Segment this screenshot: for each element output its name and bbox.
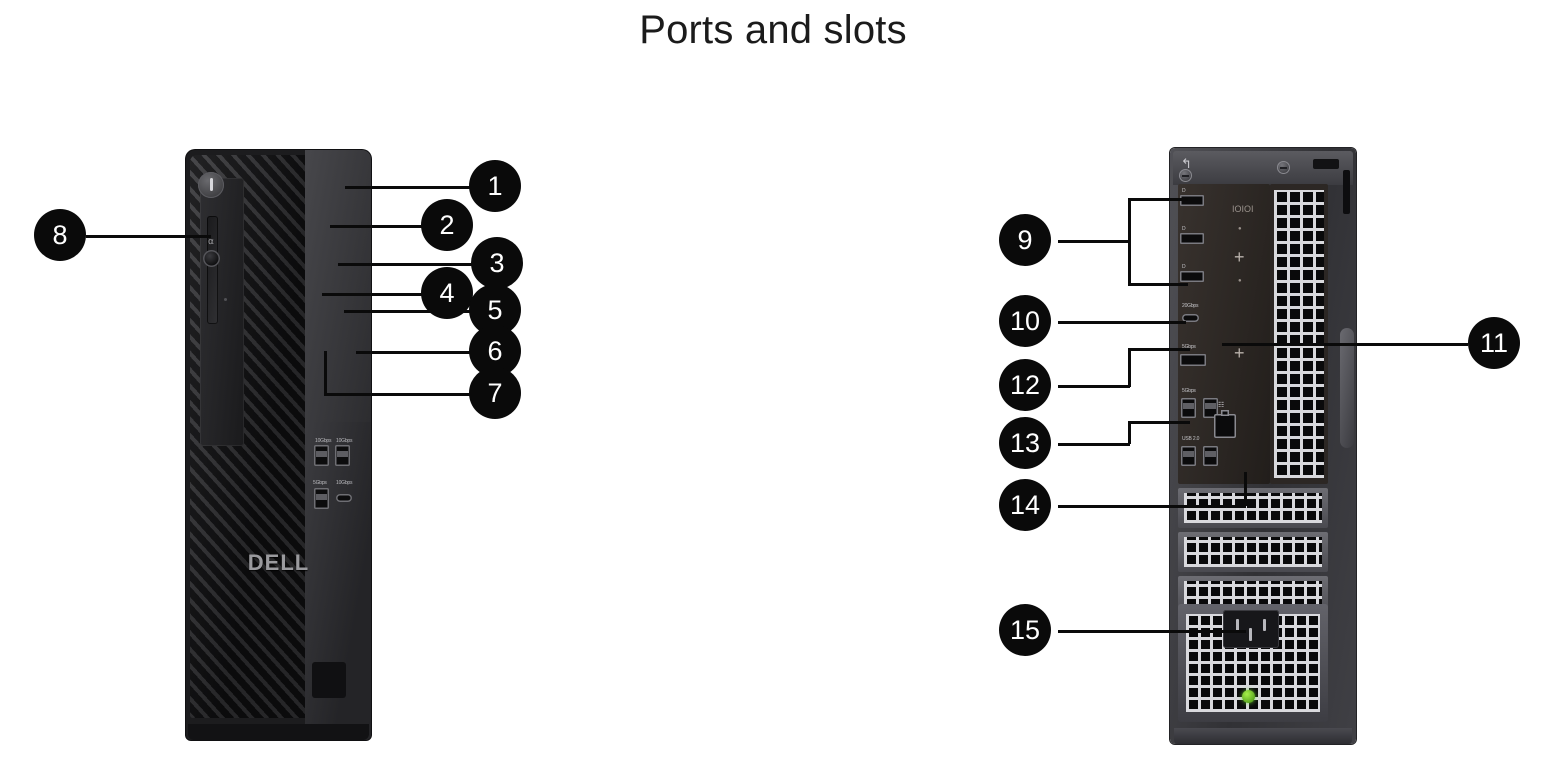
usb-c-rear-label: 20Gbps	[1182, 303, 1199, 309]
rear-side-handle	[1340, 328, 1354, 448]
leader-bracket-12-vert	[1128, 348, 1131, 387]
kensington-lock-icon	[1313, 159, 1339, 169]
callout-11[interactable]: 11	[1468, 317, 1520, 369]
headset-jack[interactable]	[203, 250, 220, 267]
leader-line-5	[344, 310, 473, 313]
thumbscrew-right[interactable]	[1277, 161, 1290, 174]
leader-line-6	[356, 351, 473, 354]
usb-a-rear-1[interactable]	[1181, 398, 1196, 418]
usb-a-port-1[interactable]	[314, 445, 329, 466]
power-supply-unit	[1178, 604, 1328, 722]
usb-a-wide-port[interactable]	[1180, 354, 1206, 366]
leader-line-1	[345, 186, 473, 189]
usb-a-group1-label: 5Gbps	[1182, 344, 1196, 350]
headphone-icon: ⍺	[208, 236, 214, 246]
leader-line-14	[1058, 505, 1246, 508]
leader-line-7	[324, 393, 473, 396]
leader-bracket-9-top	[1128, 198, 1188, 201]
ethernet-port[interactable]	[1214, 410, 1236, 438]
leader-line-7-vert	[324, 351, 327, 395]
front-chassis-foot	[188, 724, 369, 740]
leader-line-2	[330, 225, 425, 228]
dell-logo: DELL	[247, 550, 310, 575]
usb-a-group2-label: 5Gbps	[1182, 388, 1196, 394]
power-icon	[209, 178, 213, 191]
leader-line-13	[1058, 443, 1130, 446]
leader-line-11	[1222, 343, 1468, 346]
expansion-slot-1[interactable]	[1178, 488, 1328, 528]
power-supply-diagnostic-led	[1242, 690, 1255, 703]
callout-9[interactable]: 9	[999, 214, 1051, 266]
usb-a-port-2[interactable]	[335, 445, 350, 466]
callout-2[interactable]: 2	[421, 199, 473, 251]
dp-label-1: D	[1182, 188, 1186, 194]
usb-a-left-label: 10Gbps	[315, 438, 332, 444]
callout-7[interactable]: 7	[469, 367, 521, 419]
leader-line-9	[1058, 240, 1130, 243]
network-icon: ☷	[1218, 402, 1225, 409]
usb-a-rear-2[interactable]	[1203, 398, 1218, 418]
usb-a-port-3[interactable]	[314, 488, 329, 509]
rear-chassis-foot	[1174, 728, 1352, 744]
expansion-slot-2-vent	[1184, 537, 1322, 567]
io-dot-lower: ●	[1238, 278, 1242, 284]
usb-a-rear-4[interactable]	[1203, 446, 1218, 466]
io-cross-lower: +	[1234, 343, 1245, 363]
usb-c-port-front[interactable]	[336, 494, 352, 502]
callout-13[interactable]: 13	[999, 417, 1051, 469]
callout-4[interactable]: 4	[421, 267, 473, 319]
callout-1[interactable]: 1	[469, 160, 521, 212]
usb-a-group3-label: USB 2.0	[1182, 436, 1200, 442]
leader-line-4	[322, 293, 427, 296]
io-marking-label: IOIOI	[1232, 204, 1254, 214]
callout-12[interactable]: 12	[999, 359, 1051, 411]
leader-line-3	[338, 263, 473, 266]
leader-bracket-9-bottom	[1128, 283, 1188, 286]
usb-a-rear-3[interactable]	[1181, 446, 1196, 466]
callout-3[interactable]: 3	[471, 237, 523, 289]
expansion-slot-1-vent	[1184, 493, 1322, 523]
thumbscrew-left[interactable]	[1179, 169, 1192, 182]
bezel-dot	[224, 298, 227, 301]
leader-line-10	[1058, 321, 1186, 324]
security-lock-slot	[1343, 170, 1350, 214]
leader-line-8	[86, 235, 211, 238]
dp-label-2: D	[1182, 226, 1186, 232]
front-view-illustration: ⍺ 10Gbps 10Gbps 5Gbps 10Gbps DELL	[186, 150, 371, 740]
io-cross-upper: +	[1234, 247, 1245, 267]
expansion-slot-2[interactable]	[1178, 532, 1328, 572]
optical-drive-slot[interactable]	[207, 216, 218, 324]
power-button[interactable]	[198, 172, 224, 198]
page-title: Ports and slots	[639, 8, 907, 52]
usb-a-bottom-label: 5Gbps	[313, 480, 327, 486]
release-latch-arrow-icon: ↰	[1181, 156, 1192, 171]
leader-bracket-12-top	[1128, 348, 1190, 351]
leader-line-14-vert	[1244, 472, 1247, 506]
usb-c-port-rear[interactable]	[1182, 314, 1199, 322]
callout-10[interactable]: 10	[999, 295, 1051, 347]
rear-view-illustration: ↰ D D D 20Gbps 5Gbps 5Gbps USB 2.0 ☷ IOI…	[1170, 148, 1356, 744]
rear-top-edge: ↰	[1173, 151, 1353, 185]
leader-bracket-13-top	[1128, 421, 1190, 424]
displayport-3[interactable]	[1180, 271, 1204, 282]
callout-15[interactable]: 15	[999, 604, 1051, 656]
leader-bracket-13-vert	[1128, 421, 1131, 444]
usb-a-right-label: 10Gbps	[336, 438, 353, 444]
front-badge-panel	[312, 662, 346, 698]
callout-8[interactable]: 8	[34, 209, 86, 261]
displayport-1[interactable]	[1180, 195, 1204, 206]
usb-c-bottom-label: 10Gbps	[336, 480, 353, 486]
io-dot-upper: ●	[1238, 226, 1242, 232]
dp-label-3: D	[1182, 264, 1186, 270]
rear-vent-upper	[1274, 190, 1324, 478]
callout-14[interactable]: 14	[999, 479, 1051, 531]
displayport-2[interactable]	[1180, 233, 1204, 244]
leader-line-15	[1058, 630, 1246, 633]
power-connector-port[interactable]	[1223, 610, 1279, 648]
leader-line-12	[1058, 385, 1130, 388]
